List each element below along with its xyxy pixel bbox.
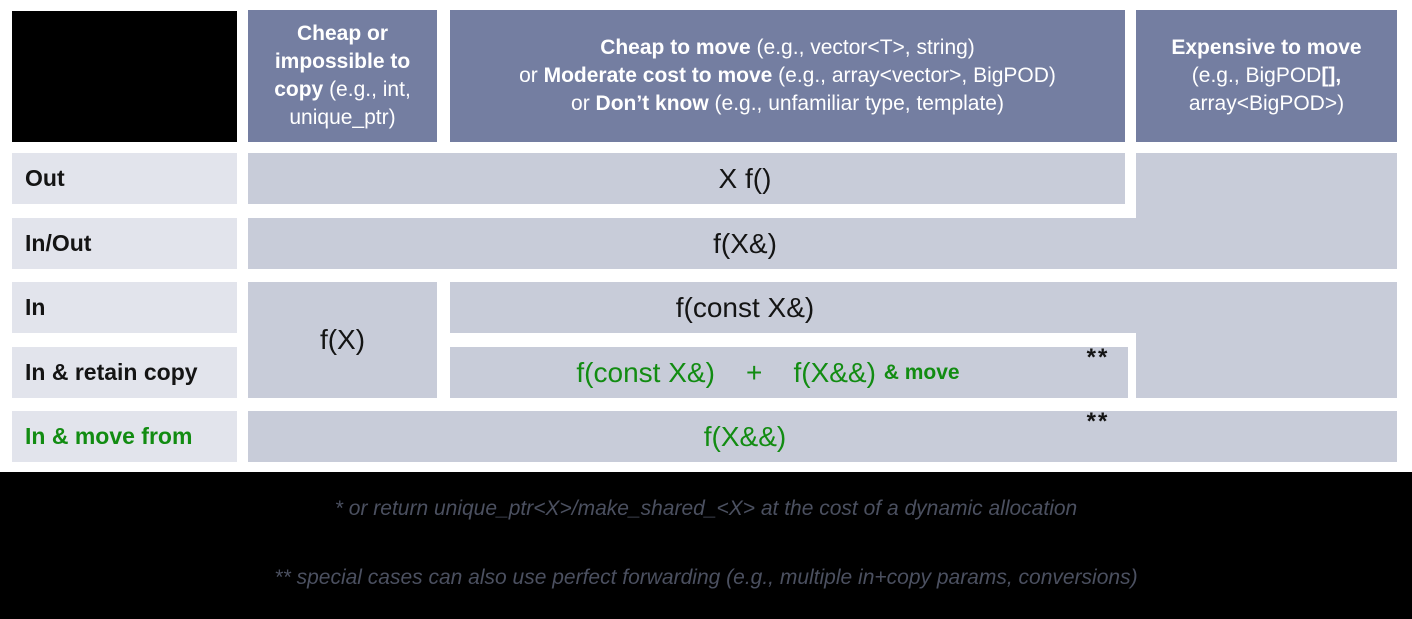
header-bold-text: Moderate cost to move [543, 64, 773, 87]
code-text: f(X) [319, 324, 366, 355]
column-header-text: Cheap or impossible to copy (e.g., int, … [274, 20, 411, 132]
row-label-in-move-from: In & move from [12, 411, 237, 462]
code-by-value: f(X) [248, 282, 437, 398]
header-regular-text: (e.g., int, [323, 78, 411, 101]
code-move-from: f(X&&) [248, 411, 1242, 462]
corner-black-box [12, 11, 237, 142]
code-text: f(X&&) [703, 420, 787, 452]
code-out: X f() [248, 153, 1242, 204]
code-text: f(X&) [713, 227, 777, 259]
header-bold-text: Cheap or [296, 22, 388, 45]
cell-expensive-retain-merge [1136, 333, 1397, 398]
cell-move-from-rvalue-ref [248, 411, 1397, 462]
column-header-text: Expensive to move (e.g., BigPOD[], array… [1171, 34, 1361, 118]
row-label-text: In & retain copy [25, 359, 198, 385]
cell-out-return-value [248, 153, 1125, 204]
code-in: f(const X&) [248, 282, 1242, 333]
column-header-cheap-or-impossible-to-copy: Cheap or impossible to copy (e.g., int, … [248, 10, 437, 142]
row-label-text: Out [25, 165, 65, 191]
header-regular-text: (e.g., BigPOD [1191, 64, 1322, 87]
header-line: or Don’t know (e.g., unfamiliar type, te… [519, 90, 1056, 118]
row-label-text: In & move from [25, 423, 193, 449]
cell-in-const-reference [450, 282, 1397, 333]
header-regular-text: (e.g., vector<T>, string) [750, 36, 975, 59]
header-line: Cheap to move (e.g., vector<T>, string) [519, 34, 1056, 62]
code-text: f(const X&) [675, 291, 815, 323]
footnote-perfect-forwarding: ** special cases can also use perfect fo… [274, 566, 1138, 589]
header-regular-text: unique_ptr) [289, 106, 396, 129]
header-bold-text: Don’t know [595, 92, 709, 115]
cell-cheap-copy-by-value [248, 282, 437, 398]
cell-inout-reference [248, 218, 1397, 269]
header-bold-text: copy [274, 78, 324, 101]
header-bold-text: Cheap to move [600, 36, 751, 59]
asterisk-text: ** [1086, 408, 1110, 435]
header-regular-text: (e.g., array<vector>, BigPOD) [772, 64, 1056, 87]
header-regular-text: array<BigPOD>) [1188, 92, 1345, 115]
row-label-in: In [12, 282, 237, 333]
header-regular-text: (e.g., unfamiliar type, template) [708, 92, 1004, 115]
code-text: X f() [718, 162, 772, 194]
code-inout: f(X&) [248, 218, 1242, 269]
cell-retain-copy-overloads [450, 347, 1128, 398]
code-text: f(const X&) + f(X&&) [576, 356, 884, 388]
double-asterisk-marker-retain: ** [1068, 344, 1128, 372]
header-line: or Moderate cost to move (e.g., array<ve… [519, 62, 1056, 90]
footnote-dynamic-allocation: * or return unique_ptr<X>/make_shared_<X… [334, 497, 1078, 520]
cell-expensive-out-merge [1136, 153, 1397, 218]
column-header-cheap-or-moderate-move: Cheap to move (e.g., vector<T>, string) … [450, 10, 1125, 142]
code-suffix-text: & move [883, 360, 960, 384]
row-label-text: In [25, 294, 46, 320]
column-header-expensive-to-move: Expensive to move (e.g., BigPOD[], array… [1136, 10, 1397, 142]
double-asterisk-marker-move: ** [1068, 408, 1128, 436]
header-bold-text: Expensive to move [1171, 36, 1362, 59]
header-regular-text: or [571, 92, 596, 115]
asterisk-text: ** [1086, 344, 1110, 371]
row-label-in-retain-copy: In & retain copy [12, 347, 237, 398]
row-label-text: In/Out [25, 230, 92, 256]
header-bold-text: [], [1321, 64, 1342, 87]
footnote-band: * or return unique_ptr<X>/make_shared_<X… [0, 472, 1412, 619]
row-label-in-out: In/Out [12, 218, 237, 269]
code-retain-copy: f(const X&) + f(X&&) & move [248, 347, 1288, 398]
column-header-text: Cheap to move (e.g., vector<T>, string) … [519, 34, 1056, 118]
header-regular-text: or [519, 64, 544, 87]
row-label-out: Out [12, 153, 237, 204]
header-bold-text: impossible to [274, 50, 411, 73]
